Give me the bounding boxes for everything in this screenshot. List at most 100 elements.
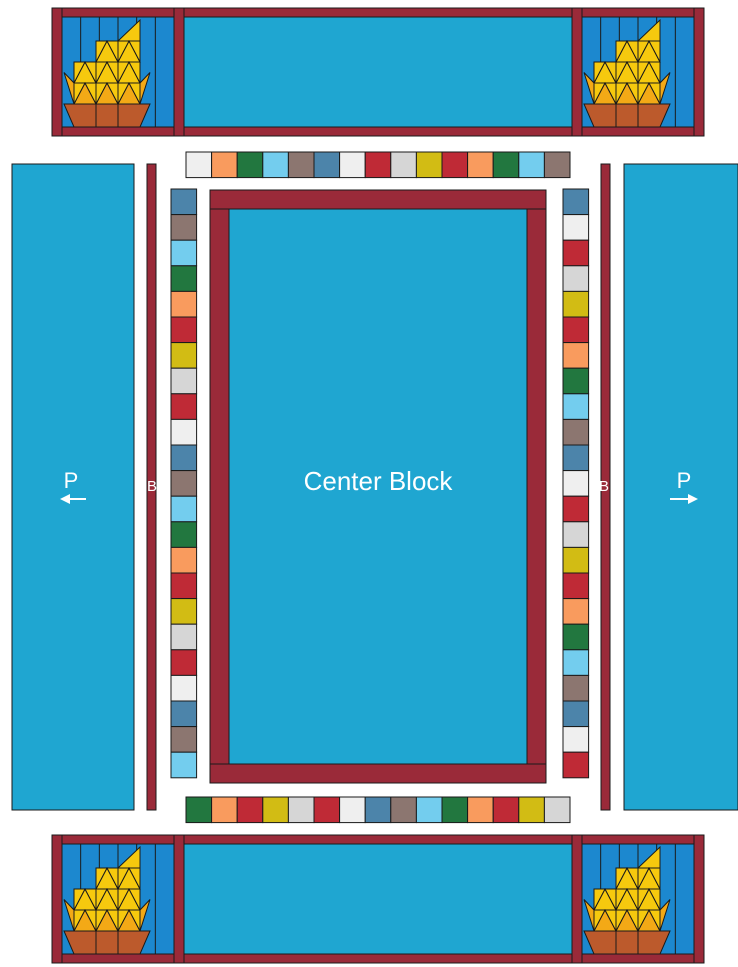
strip-square <box>171 675 197 701</box>
strip-square <box>468 797 494 823</box>
strip-square <box>544 152 570 178</box>
strip-square <box>212 152 238 178</box>
basket-base <box>584 931 670 954</box>
strip-square <box>171 189 197 215</box>
strip-square <box>171 496 197 522</box>
corner-frame-strip <box>52 127 184 136</box>
strip-square <box>563 266 589 292</box>
strip-square <box>365 797 391 823</box>
strip-square <box>563 368 589 394</box>
right-pieced-panel: P <box>624 164 738 810</box>
strip-square <box>544 797 570 823</box>
strip-square <box>563 522 589 548</box>
strip-square <box>563 650 589 676</box>
basket-base <box>64 931 150 954</box>
strip-square <box>171 624 197 650</box>
basket-base <box>64 104 150 127</box>
corner-block-top-right <box>572 8 704 136</box>
strip-square <box>391 797 417 823</box>
corner-frame-strip <box>572 127 704 136</box>
strip-square <box>493 797 519 823</box>
right-panel-label: P <box>677 468 692 493</box>
strip-square <box>288 797 314 823</box>
strip-square <box>563 419 589 445</box>
strip-square <box>391 152 417 178</box>
corner-frame-strip <box>572 8 582 136</box>
strip-square <box>340 152 366 178</box>
strip-square <box>563 675 589 701</box>
center-block-label: Center Block <box>304 466 454 496</box>
right-border-label: B <box>599 478 609 495</box>
corner-frame-strip <box>52 8 62 136</box>
left-border-label: B <box>147 478 157 495</box>
strip-square <box>171 445 197 471</box>
corner-block-bottom-left <box>52 835 184 963</box>
strip-square <box>171 419 197 445</box>
strip-square <box>563 394 589 420</box>
strip-square <box>563 189 589 215</box>
strip-square <box>563 215 589 241</box>
strip-square <box>442 797 468 823</box>
strip-square <box>171 317 197 343</box>
strip-square <box>563 496 589 522</box>
strip-square <box>563 240 589 266</box>
bottom-square-strip <box>186 797 570 823</box>
strip-square <box>171 368 197 394</box>
corner-frame-strip <box>572 835 704 844</box>
strip-square <box>563 727 589 753</box>
corner-frame-strip <box>52 835 184 844</box>
strip-square <box>171 752 197 778</box>
strip-square <box>563 445 589 471</box>
strip-square <box>416 152 442 178</box>
strip-square <box>563 547 589 573</box>
strip-square <box>493 152 519 178</box>
left-narrow-border: B <box>147 164 157 810</box>
corner-frame-strip <box>174 8 184 136</box>
right-narrow-border: B <box>599 164 610 810</box>
center-block: Center Block <box>210 190 546 783</box>
corner-block-bottom-right <box>572 835 704 963</box>
strip-square <box>314 797 340 823</box>
strip-square <box>563 624 589 650</box>
strip-square <box>171 701 197 727</box>
corner-frame-strip <box>694 835 704 963</box>
strip-square <box>171 573 197 599</box>
strip-square <box>563 599 589 625</box>
corner-frame-strip <box>694 8 704 136</box>
strip-square <box>563 317 589 343</box>
strip-square <box>519 152 545 178</box>
strip-square <box>288 152 314 178</box>
right-square-strip <box>563 189 589 778</box>
top-square-strip <box>186 152 570 178</box>
strip-square <box>171 291 197 317</box>
strip-square <box>186 797 212 823</box>
left-panel-label: P <box>64 468 79 493</box>
corner-frame-strip <box>572 835 582 963</box>
strip-square <box>171 547 197 573</box>
strip-square <box>171 471 197 497</box>
top-border-panel <box>184 8 572 136</box>
left-square-strip <box>171 189 197 778</box>
corner-frame-strip <box>174 835 184 963</box>
strip-square <box>563 291 589 317</box>
strip-square <box>171 599 197 625</box>
strip-square <box>314 152 340 178</box>
strip-square <box>563 573 589 599</box>
strip-square <box>468 152 494 178</box>
strip-square <box>263 152 289 178</box>
corner-frame-strip <box>52 954 184 963</box>
strip-square <box>171 266 197 292</box>
strip-square <box>171 522 197 548</box>
strip-square <box>442 152 468 178</box>
strip-square <box>416 797 442 823</box>
strip-square <box>212 797 238 823</box>
strip-square <box>365 152 391 178</box>
strip-square <box>171 240 197 266</box>
strip-square <box>263 797 289 823</box>
bottom-border-panel <box>184 835 572 963</box>
strip-square <box>340 797 366 823</box>
strip-square <box>519 797 545 823</box>
strip-square <box>563 343 589 369</box>
basket-base <box>584 104 670 127</box>
